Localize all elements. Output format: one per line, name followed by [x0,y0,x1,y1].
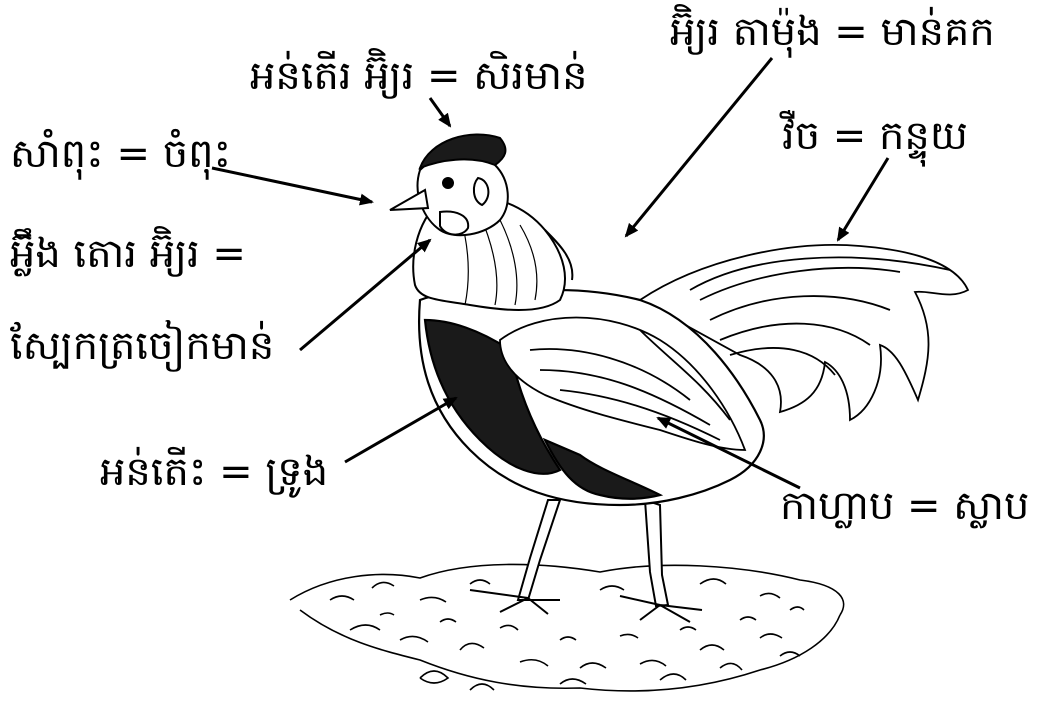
legs [470,500,702,622]
arrow-beak [212,168,372,202]
label-wattle-line1: អ៊្លឹង តោរ អ៊ិ្យរ = [10,230,246,278]
arrow-tail [838,158,888,240]
label-wattle-line2: ស្បែកត្រចៀកមាន់ [10,322,274,370]
arrow-comb [430,98,450,126]
arrow-wattle [300,240,430,350]
ground [290,564,844,691]
label-tail: វឺច = កន្ទុយ [782,112,968,160]
arrow-hackle [626,58,772,236]
beak [390,190,428,210]
label-hackle: អ៊ិ្យរ តាម៉ុង = មាន់គក [670,8,995,56]
label-beak: សាំពុះ = ចំពុះ [10,130,231,178]
label-breast: អន់តើះ = ទ្រូង [100,448,328,496]
label-comb: អន់តើរ អ៊ិ្យរ = សិរមាន់ [250,52,587,100]
label-wing: កាហ្លាប = ស្លាប [780,482,1029,530]
arrow-breast [345,398,456,462]
